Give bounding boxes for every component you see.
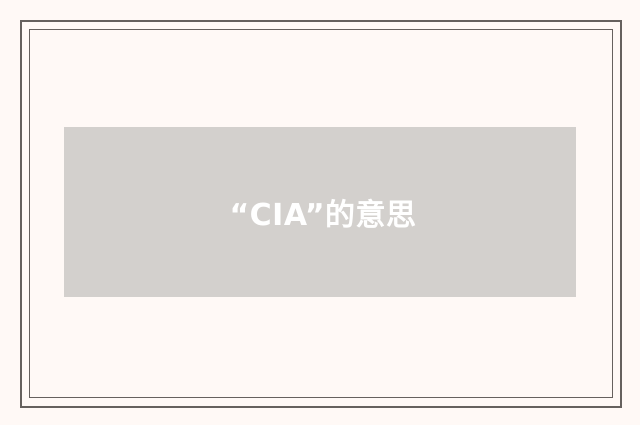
title-banner: “CIA”的意思 — [64, 127, 576, 297]
inner-frame-border — [29, 29, 613, 398]
banner-title: “CIA”的意思 — [229, 198, 417, 233]
outer-frame-border — [20, 20, 622, 408]
